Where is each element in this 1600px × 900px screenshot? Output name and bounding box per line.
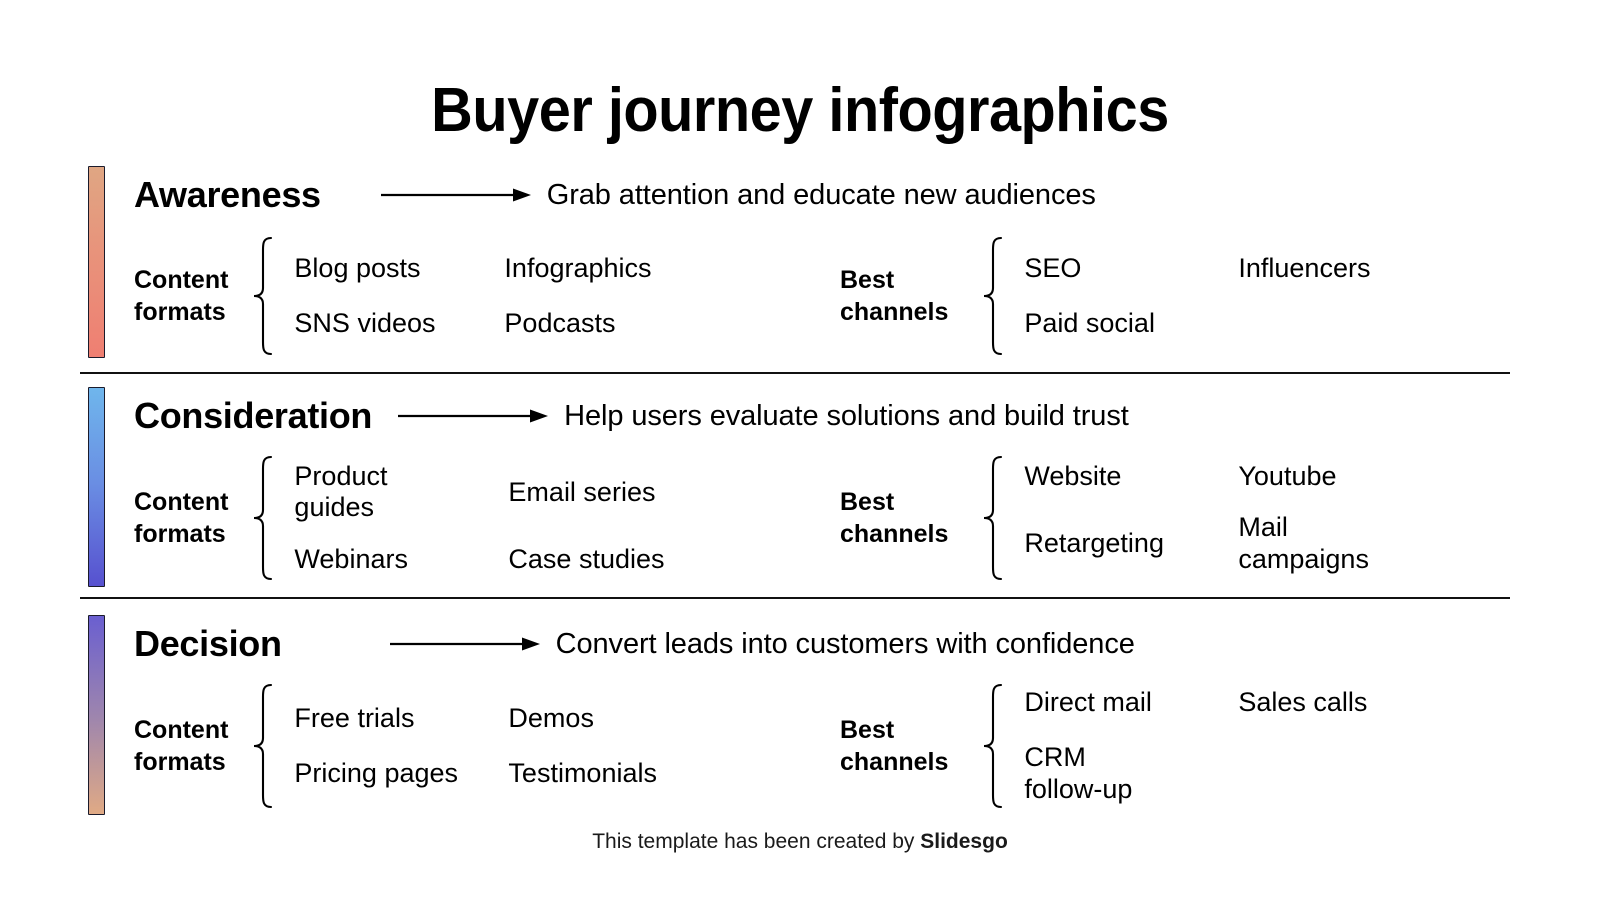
content-formats-label: Content formats	[134, 488, 229, 548]
arrow-right-icon	[380, 188, 531, 202]
stage-color-bar	[88, 387, 105, 587]
footer-text: This template has been created by	[592, 830, 921, 853]
list-item: Email series	[508, 476, 656, 507]
page-title: Buyer journey infographics	[431, 76, 1169, 145]
curly-brace-icon	[984, 455, 1003, 581]
stage-description: Help users evaluate solutions and build …	[564, 399, 1129, 432]
curly-brace-icon	[984, 236, 1003, 356]
content-formats-label: Content formats	[134, 266, 229, 326]
list-item: Mail campaigns	[1238, 512, 1369, 574]
content-formats-label: Content formats	[134, 716, 229, 776]
best-channels-label: Best channels	[840, 488, 949, 548]
list-item: Infographics	[504, 253, 652, 284]
stage-section-consideration: Consideration Help users evaluate soluti…	[88, 387, 1513, 587]
footer-credit: This template has been created by Slides…	[0, 830, 1600, 854]
content-formats-group: Content formats Product guides Email ser…	[134, 455, 665, 581]
stage-section-awareness: Awareness Grab attention and educate new…	[88, 166, 1513, 358]
list-item: Website	[1024, 461, 1122, 492]
stage-description: Grab attention and educate new audiences	[546, 178, 1096, 211]
section-divider	[80, 597, 1510, 599]
best-channels-group: Best channels Website Youtube Retargetin…	[840, 455, 1369, 581]
list-item: SNS videos	[294, 307, 436, 338]
stage-color-bar	[88, 166, 105, 358]
best-channels-label: Best channels	[840, 266, 949, 326]
list-item: Direct mail	[1024, 687, 1152, 718]
list-item: SEO	[1024, 253, 1082, 284]
stage-title: Awareness	[134, 174, 321, 215]
stage-description: Convert leads into customers with confid…	[555, 627, 1135, 660]
list-item: Influencers	[1238, 253, 1371, 284]
list-item: Testimonials	[508, 758, 657, 788]
content-formats-group: Content formats Free trials Demos Pricin…	[134, 683, 657, 809]
stage-header: Consideration Help users evaluate soluti…	[134, 393, 1129, 439]
list-item: Paid social	[1024, 307, 1155, 338]
list-item: Webinars	[294, 543, 408, 574]
arrow-right-icon	[389, 637, 540, 651]
arrow-right-icon	[398, 409, 549, 423]
best-channels-label: Best channels	[840, 716, 949, 776]
curly-brace-icon	[254, 683, 273, 809]
list-item: Case studies	[508, 543, 665, 574]
curly-brace-icon	[254, 236, 273, 356]
footer-brand: Slidesgo	[920, 830, 1008, 853]
list-item: Product guides	[294, 461, 388, 523]
stage-header: Awareness Grab attention and educate new…	[134, 172, 1096, 218]
stage-title: Decision	[134, 623, 282, 664]
list-item: Blog posts	[294, 253, 421, 284]
best-channels-group: Best channels Direct mail Sales calls CR…	[840, 683, 1367, 809]
stage-header: Decision Convert leads into customers wi…	[134, 621, 1135, 667]
list-item: Demos	[508, 702, 594, 733]
content-formats-group: Content formats Blog posts Infographics …	[134, 236, 652, 356]
list-item: Free trials	[294, 702, 415, 733]
stage-color-bar	[88, 615, 105, 815]
curly-brace-icon	[984, 683, 1003, 809]
list-item: Sales calls	[1238, 687, 1368, 718]
list-item: Retargeting	[1024, 528, 1164, 558]
stage-title: Consideration	[134, 395, 373, 436]
stage-section-decision: Decision Convert leads into customers wi…	[88, 615, 1513, 815]
list-item: Podcasts	[504, 307, 616, 338]
section-divider	[80, 372, 1510, 374]
list-item: CRM follow-up	[1024, 742, 1133, 804]
list-item: Pricing pages	[294, 758, 459, 788]
best-channels-group: Best channels SEO Influencers Paid socia…	[840, 236, 1370, 356]
curly-brace-icon	[254, 455, 273, 581]
list-item: Youtube	[1238, 461, 1337, 492]
